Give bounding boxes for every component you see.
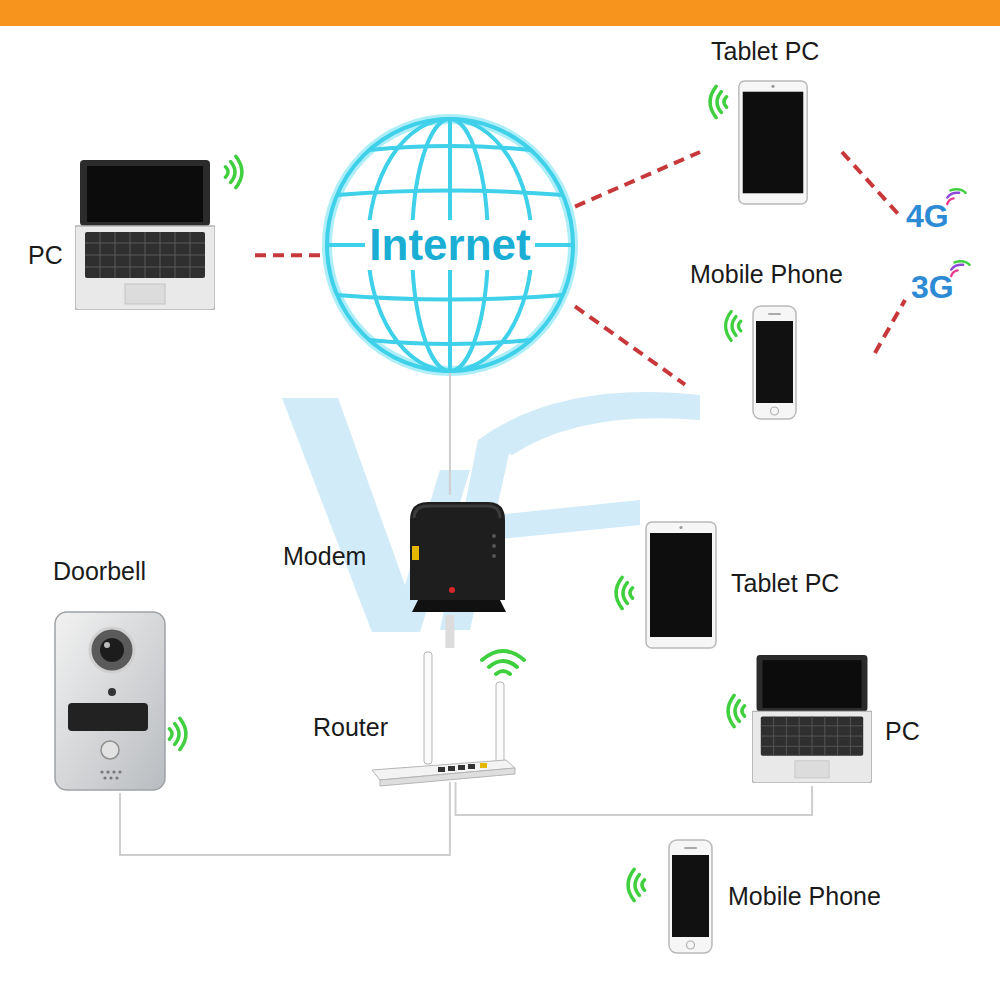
device-node: Modem bbox=[278, 495, 510, 615]
signal-icon bbox=[951, 261, 969, 276]
internet-link bbox=[875, 300, 905, 353]
speaker-hole bbox=[100, 770, 103, 773]
modem-stand bbox=[412, 600, 506, 612]
wifi-icon bbox=[225, 156, 241, 187]
device-label: Mobile Phone bbox=[690, 259, 843, 289]
wifi-icon bbox=[616, 577, 632, 608]
device-label: PC bbox=[885, 716, 920, 746]
wifi-icon bbox=[726, 312, 741, 341]
globe-parallel bbox=[369, 146, 531, 150]
router-port bbox=[438, 767, 445, 772]
router-port bbox=[458, 765, 465, 770]
doorbell-camera bbox=[90, 628, 134, 672]
device-label: PC bbox=[28, 240, 63, 270]
watermark-f-bar bbox=[490, 500, 640, 540]
router-antenna bbox=[496, 682, 504, 764]
device-label: Mobile Phone bbox=[728, 881, 881, 911]
speaker-hole bbox=[118, 770, 121, 773]
doorbell-frame bbox=[55, 612, 165, 790]
wifi-icon bbox=[728, 695, 744, 726]
device-node: Mobile Phone bbox=[685, 256, 875, 423]
router-front bbox=[380, 768, 515, 786]
network-label: 3G bbox=[911, 270, 954, 304]
cable-link bbox=[449, 373, 451, 495]
laptop-icon bbox=[752, 655, 871, 783]
device-node: Tablet PC bbox=[605, 516, 860, 654]
doorbell-icon bbox=[55, 612, 165, 790]
internet-link bbox=[255, 253, 325, 257]
network-label: 4G bbox=[906, 199, 949, 233]
speaker-hole bbox=[112, 770, 115, 773]
watermark bbox=[282, 392, 700, 632]
globe-parallel bbox=[337, 295, 563, 300]
globe-label: Internet bbox=[365, 220, 534, 270]
cable-link bbox=[445, 615, 454, 648]
cable-link bbox=[456, 782, 813, 815]
doorbell-glint bbox=[104, 642, 110, 648]
speaker-hole bbox=[103, 776, 106, 779]
doorbell-button bbox=[101, 741, 119, 759]
internet-link bbox=[575, 306, 685, 384]
device-node: Tablet PC bbox=[700, 33, 842, 208]
speaker-hole bbox=[109, 776, 112, 779]
globe-outline bbox=[327, 119, 573, 371]
device-node: PC bbox=[20, 148, 255, 313]
globe-parallel bbox=[369, 340, 531, 344]
device-node: Router bbox=[305, 648, 520, 782]
modem-led bbox=[492, 544, 496, 548]
modem-logo bbox=[449, 587, 455, 593]
router-icon bbox=[372, 651, 524, 786]
modem-led bbox=[492, 534, 496, 538]
doorbell-ir-panel bbox=[68, 703, 148, 731]
doorbell-sensor bbox=[108, 688, 116, 696]
device-label: Router bbox=[313, 712, 388, 742]
device-node: Doorbell bbox=[45, 553, 207, 793]
internet-link bbox=[842, 152, 900, 216]
router-port bbox=[480, 763, 487, 768]
globe-parallel bbox=[337, 191, 563, 196]
modem-led bbox=[492, 554, 496, 558]
tablet-icon bbox=[739, 81, 807, 204]
speaker-hole bbox=[115, 776, 118, 779]
top-bar bbox=[0, 0, 1000, 26]
modem-top bbox=[414, 506, 500, 518]
phone-icon bbox=[753, 306, 796, 419]
wifi-icon bbox=[169, 718, 185, 749]
globe bbox=[327, 119, 573, 371]
tablet-icon bbox=[646, 522, 716, 648]
cable-link bbox=[120, 782, 450, 855]
laptop-icon bbox=[75, 160, 215, 310]
phone-icon bbox=[669, 840, 712, 953]
speaker-hole bbox=[106, 770, 109, 773]
modem-port bbox=[412, 546, 419, 560]
doorbell-lens bbox=[100, 638, 124, 662]
modem-icon bbox=[410, 502, 506, 612]
router-antenna bbox=[424, 652, 432, 764]
internet-link bbox=[575, 152, 700, 207]
watermark-f-arm bbox=[478, 392, 700, 455]
wifi-icon bbox=[710, 86, 726, 117]
signal-icon bbox=[947, 189, 965, 204]
device-label: Doorbell bbox=[53, 556, 146, 586]
device-label: Tablet PC bbox=[731, 568, 839, 598]
network-badge: 4G bbox=[900, 190, 970, 242]
router-port bbox=[448, 766, 455, 771]
network-badge: 3G bbox=[905, 262, 975, 312]
device-node: Mobile Phone bbox=[618, 834, 918, 958]
globe-glow bbox=[327, 119, 573, 371]
device-label: Modem bbox=[283, 541, 366, 571]
router-port bbox=[468, 764, 475, 769]
modem-body bbox=[410, 502, 505, 600]
internet-globe: Internet bbox=[325, 117, 575, 373]
globe-grid bbox=[327, 119, 573, 371]
device-node: PC bbox=[718, 652, 928, 786]
wifi-icon bbox=[628, 869, 644, 900]
device-label: Tablet PC bbox=[711, 36, 819, 66]
wifi-waves bbox=[482, 651, 524, 674]
